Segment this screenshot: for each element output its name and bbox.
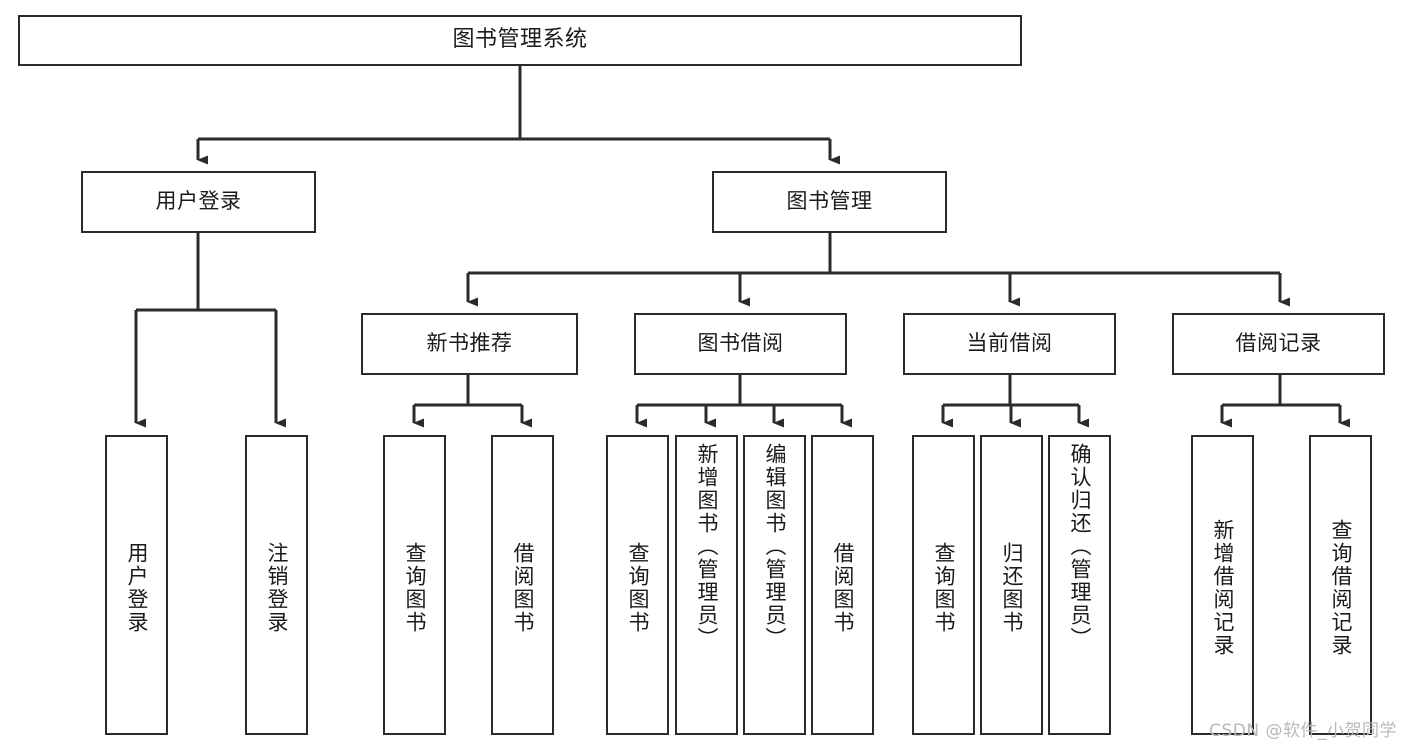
node-label: 新增图书（管理员） [695, 443, 719, 650]
node-label: 确认归还（管理员） [1068, 443, 1092, 650]
leaf-user-login-logout[interactable]: 注销登录 [245, 435, 308, 735]
leaf-recommend-query-book[interactable]: 查询图书 [383, 435, 446, 735]
node-label: 查询图书 [932, 542, 956, 634]
node-label: 注销登录 [265, 542, 289, 634]
node-new-book-recommend[interactable]: 新书推荐 [361, 313, 578, 375]
node-label: 查询图书 [403, 542, 427, 634]
leaf-current-confirm-return-admin[interactable]: 确认归还（管理员） [1048, 435, 1111, 735]
leaf-user-login-login[interactable]: 用户登录 [105, 435, 168, 735]
csdn-watermark: CSDN @软件_小贺同学 [1209, 721, 1397, 741]
node-label: 用户登录 [125, 542, 149, 634]
node-label: 借阅图书 [831, 542, 855, 634]
node-label: 图书借阅 [697, 331, 784, 356]
leaf-recommend-borrow-book[interactable]: 借阅图书 [491, 435, 554, 735]
node-label: 新书推荐 [426, 331, 513, 356]
leaf-record-add-record[interactable]: 新增借阅记录 [1191, 435, 1254, 735]
node-label: 编辑图书（管理员） [763, 443, 787, 650]
node-label: 借阅记录 [1235, 331, 1322, 356]
node-borrow-record[interactable]: 借阅记录 [1172, 313, 1385, 375]
leaf-borrow-query-book[interactable]: 查询图书 [606, 435, 669, 735]
leaf-current-return-book[interactable]: 归还图书 [980, 435, 1043, 735]
node-label: 归还图书 [1000, 542, 1024, 634]
leaf-record-query-record[interactable]: 查询借阅记录 [1309, 435, 1372, 735]
node-label: 查询借阅记录 [1329, 519, 1353, 657]
node-label: 新增借阅记录 [1211, 519, 1235, 657]
leaf-current-query-book[interactable]: 查询图书 [912, 435, 975, 735]
leaf-borrow-add-book-admin[interactable]: 新增图书（管理员） [675, 435, 738, 735]
node-label: 借阅图书 [511, 542, 535, 634]
node-root-library-system[interactable]: 图书管理系统 [18, 15, 1022, 66]
leaf-borrow-edit-book-admin[interactable]: 编辑图书（管理员） [743, 435, 806, 735]
node-user-login[interactable]: 用户登录 [81, 171, 316, 233]
leaf-borrow-borrow-book[interactable]: 借阅图书 [811, 435, 874, 735]
node-label: 查询图书 [626, 542, 650, 634]
node-label: 用户登录 [155, 189, 242, 214]
node-book-management[interactable]: 图书管理 [712, 171, 947, 233]
node-book-borrow[interactable]: 图书借阅 [634, 313, 847, 375]
node-label: 图书管理 [786, 189, 873, 214]
node-label: 当前借阅 [966, 331, 1053, 356]
node-label: 图书管理系统 [452, 27, 588, 53]
node-current-borrow[interactable]: 当前借阅 [903, 313, 1116, 375]
